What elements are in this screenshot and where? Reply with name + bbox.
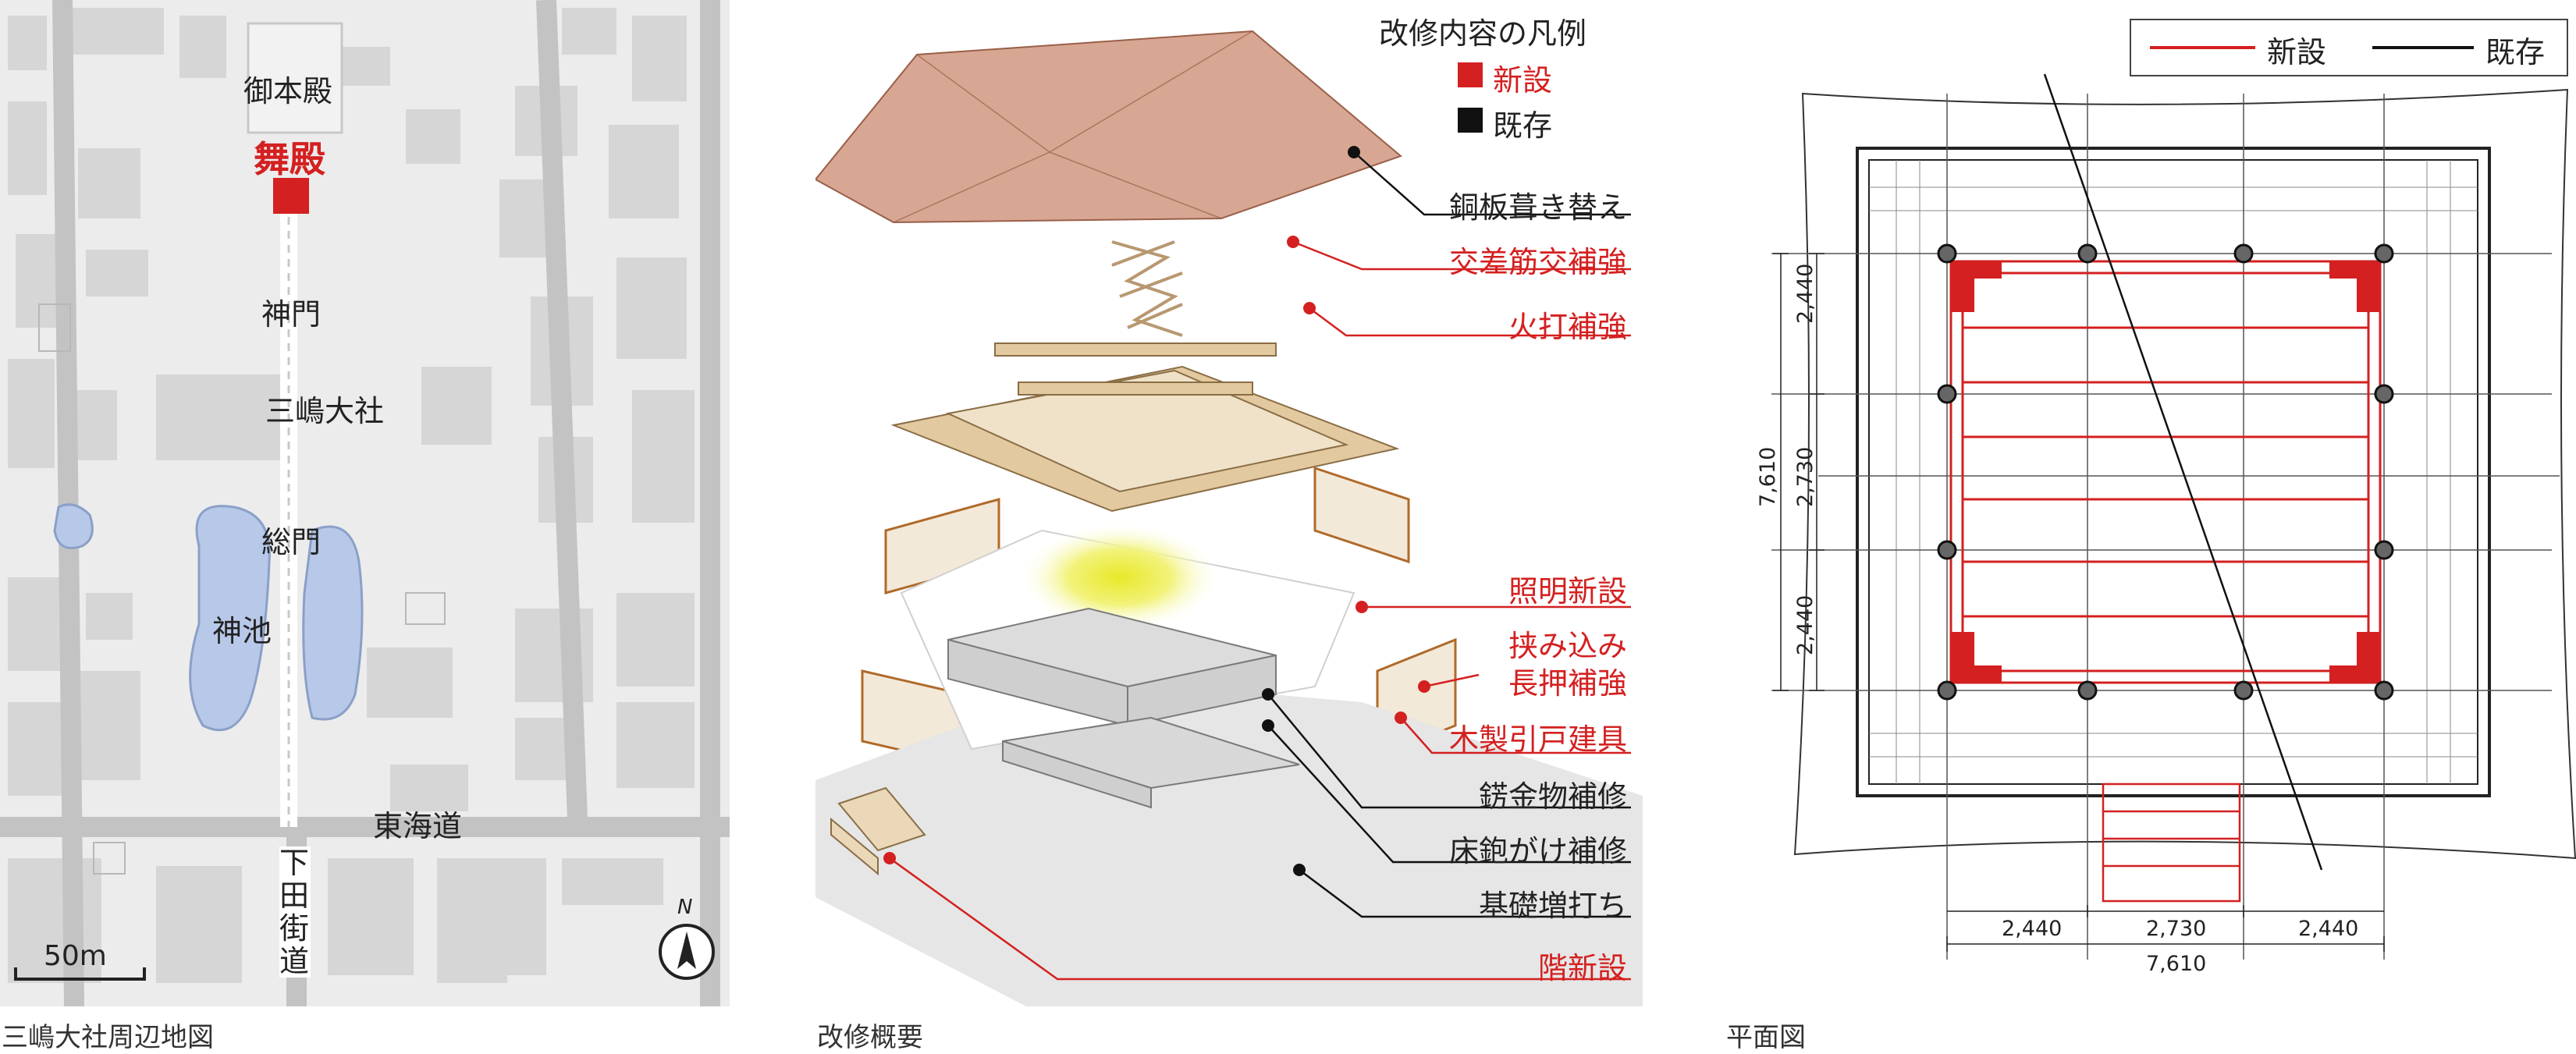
dim-bottom-1: 2,440 bbox=[2002, 917, 2063, 941]
item-nageshi: 長押補強 bbox=[1508, 666, 1627, 701]
overview-caption: 改修概要 bbox=[817, 1022, 923, 1053]
item-floor: 床鉋がけ補修 bbox=[1448, 834, 1627, 868]
scale-bar bbox=[14, 967, 146, 981]
dim-left-1: 2,440 bbox=[1793, 263, 1817, 324]
dim-bottom-3: 2,440 bbox=[2298, 917, 2359, 941]
dim-bottom-total: 7,610 bbox=[2146, 952, 2207, 976]
north-label: N bbox=[677, 896, 693, 919]
dim-left-2: 2,730 bbox=[1793, 446, 1817, 507]
label-gohonden: 御本殿 bbox=[243, 74, 333, 108]
pond-left bbox=[189, 505, 271, 732]
north-arrow bbox=[659, 924, 715, 980]
legend-existing-label: 既存 bbox=[1493, 108, 1553, 143]
dim-left-3: 2,440 bbox=[1793, 594, 1817, 655]
dim-bottom-2: 2,730 bbox=[2146, 917, 2207, 941]
item-foundation: 基礎増打ち bbox=[1478, 889, 1627, 923]
site-map-panel: 御本殿 舞殿 神門 三嶋大社 総門 神池 東海道 下田街道 50m N 三嶋大社… bbox=[0, 0, 730, 1053]
item-lighting: 照明新設 bbox=[1508, 574, 1627, 609]
item-hiuchi: 火打補強 bbox=[1508, 310, 1627, 344]
map-caption: 三嶋大社周辺地図 bbox=[2, 1022, 214, 1053]
exploded-axonometric bbox=[815, 30, 1643, 1006]
columns bbox=[1937, 243, 2394, 701]
item-cross-brace: 交差筋交補強 bbox=[1448, 245, 1627, 279]
eaves-outline bbox=[1793, 88, 2576, 860]
legend-new-label: 新設 bbox=[1493, 63, 1553, 98]
dim-left-total: 7,610 bbox=[1756, 446, 1780, 507]
legend-existing-swatch bbox=[1458, 108, 1483, 133]
label-somon: 総門 bbox=[261, 525, 322, 559]
site-map bbox=[0, 0, 730, 1006]
item-stairs: 階新設 bbox=[1537, 951, 1627, 985]
item-roof: 銅板葺き替え bbox=[1448, 190, 1627, 225]
item-hardware: 錺金物補修 bbox=[1478, 779, 1627, 814]
item-sliding-door: 木製引戸建具 bbox=[1448, 722, 1627, 757]
label-shinmon: 神門 bbox=[261, 297, 322, 332]
maiden-marker bbox=[273, 178, 309, 214]
rafters bbox=[1869, 160, 2478, 784]
scale-label: 50m bbox=[44, 940, 107, 972]
floor-plan bbox=[1771, 19, 2576, 960]
label-taisha: 三嶋大社 bbox=[265, 394, 385, 428]
label-shinchi: 神池 bbox=[212, 614, 272, 648]
overview-legend-title: 改修内容の凡例 bbox=[1379, 16, 1587, 51]
item-hasamikomi: 挟み込み bbox=[1508, 629, 1627, 663]
pond-right bbox=[302, 525, 364, 721]
pond-small bbox=[53, 503, 94, 549]
city-blocks bbox=[8, 8, 695, 983]
label-tokaido: 東海道 bbox=[373, 809, 463, 843]
plan-legend-new: 新設 bbox=[2267, 35, 2327, 69]
plan-caption: 平面図 bbox=[1726, 1022, 1806, 1053]
legend-new-swatch bbox=[1458, 62, 1483, 87]
plan-panel: 新設 既存 2,440 2,730 2,440 7,610 2,440 2,73… bbox=[1725, 0, 2576, 1053]
label-maiden: 舞殿 bbox=[254, 138, 325, 180]
label-shimoda: 下田街道 bbox=[279, 846, 311, 978]
plan-legend-existing: 既存 bbox=[2485, 35, 2546, 69]
new-structure bbox=[1949, 260, 2382, 684]
roof bbox=[815, 30, 1402, 224]
overview-panel: 改修内容の凡例 新設 既存 銅板葺き替え 交差筋交補強 火打補強 照明新設 挟み… bbox=[815, 0, 1643, 1053]
lighting-glow bbox=[1018, 523, 1221, 632]
new-stairs bbox=[2102, 783, 2241, 903]
